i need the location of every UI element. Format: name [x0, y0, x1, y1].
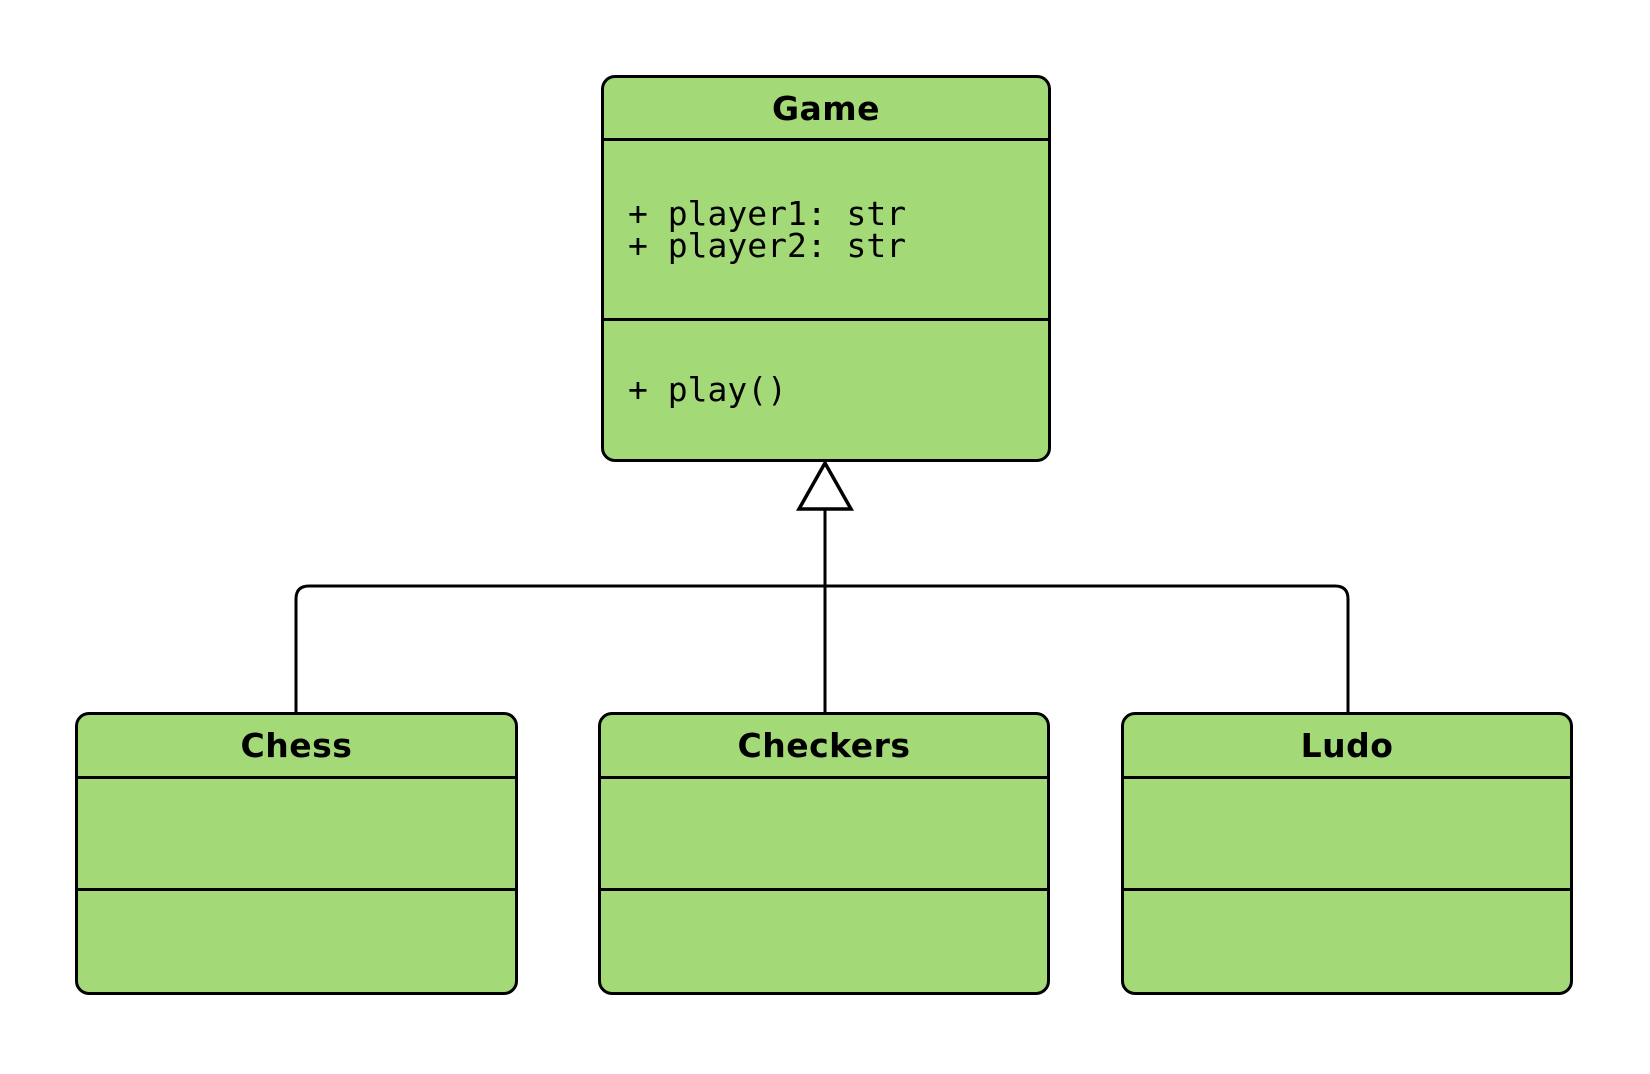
inheritance-triangle-icon — [796, 459, 854, 511]
class-node-chess[interactable]: Chess — [75, 712, 518, 995]
methods-compartment — [601, 888, 1047, 992]
class-title: Ludo — [1300, 726, 1394, 765]
methods-compartment — [78, 888, 515, 992]
class-node-ludo[interactable]: Ludo — [1121, 712, 1573, 995]
attributes-compartment — [78, 776, 515, 888]
class-node-game[interactable]: Game + player1: str + player2: str + pla… — [601, 75, 1051, 462]
attributes-compartment: + player1: str + player2: str — [604, 138, 1048, 318]
attribute-line: + player2: str — [628, 225, 907, 265]
class-node-checkers[interactable]: Checkers — [598, 712, 1050, 995]
attributes-compartment — [601, 776, 1047, 888]
class-title: Chess — [240, 726, 353, 765]
attribute-line: + player1: str — [628, 193, 907, 233]
attributes-compartment — [1124, 776, 1570, 888]
class-title: Game — [771, 88, 881, 128]
edge-ludo-to-game — [825, 584, 1350, 712]
methods-compartment — [1124, 888, 1570, 992]
method-line: + play() — [628, 370, 787, 409]
class-title: Checkers — [737, 726, 911, 765]
edge-chess-to-game — [294, 584, 825, 712]
methods-compartment: + play() — [604, 318, 1048, 459]
